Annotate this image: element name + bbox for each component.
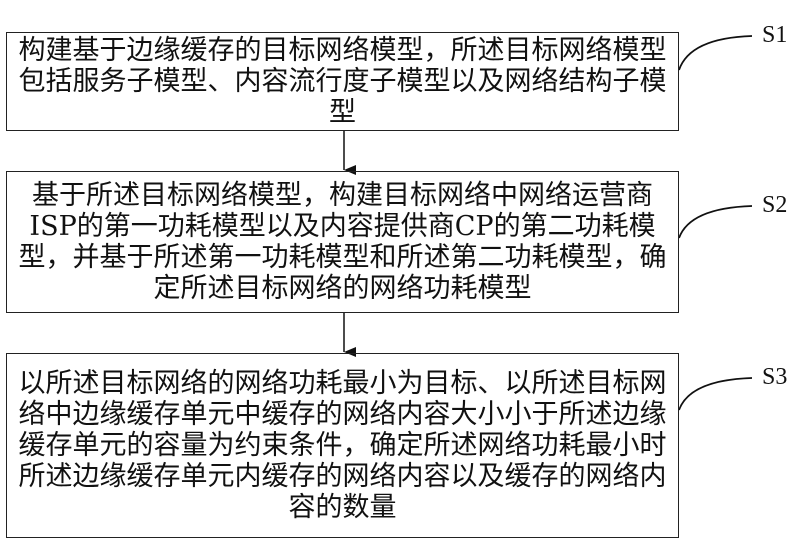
leader-s1 bbox=[679, 36, 752, 70]
step-label-s2: S2 bbox=[762, 192, 787, 219]
leader-s2 bbox=[679, 206, 752, 238]
step-box-s2: 基于所述目标网络模型，构建目标网络中网络运营商ISP的第一功耗模型以及内容提供商… bbox=[6, 171, 679, 313]
leader-s3 bbox=[679, 378, 752, 410]
step-label-s3: S3 bbox=[762, 364, 787, 391]
step-box-s3: 以所述目标网络的网络功耗最小为目标、以所述目标网络中边缘缓存单元中缓存的网络内容… bbox=[6, 353, 679, 538]
step-text: 基于所述目标网络模型，构建目标网络中网络运营商ISP的第一功耗模型以及内容提供商… bbox=[13, 180, 672, 304]
step-text: 构建基于边缘缓存的目标网络模型，所述目标网络模型包括服务子模型、内容流行度子模型… bbox=[13, 35, 672, 128]
step-label-s1: S1 bbox=[762, 22, 787, 49]
step-text: 以所述目标网络的网络功耗最小为目标、以所述目标网络中边缘缓存单元中缓存的网络内容… bbox=[13, 368, 672, 523]
step-box-s1: 构建基于边缘缓存的目标网络模型，所述目标网络模型包括服务子模型、内容流行度子模型… bbox=[6, 32, 679, 131]
